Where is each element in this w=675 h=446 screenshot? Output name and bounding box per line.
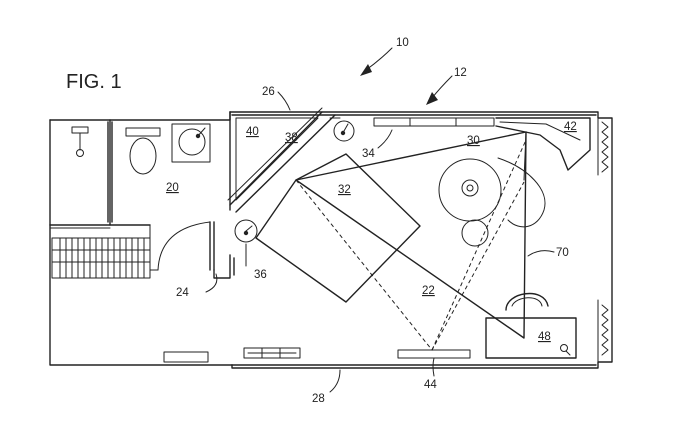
ref-34: 34 <box>362 148 375 160</box>
ref-12: 12 <box>454 67 467 79</box>
ref-48: 48 <box>538 331 551 343</box>
toilet-icon <box>125 127 161 175</box>
ref-44: 44 <box>424 379 437 391</box>
zone-40 <box>235 117 319 201</box>
ref-36: 36 <box>254 269 267 281</box>
bottom-radiator <box>243 347 301 359</box>
ref-20: 20 <box>166 182 179 194</box>
device-44 <box>397 349 471 359</box>
ref-42: 42 <box>564 121 577 133</box>
speaker-36-icon <box>234 219 258 243</box>
ref-26: 26 <box>262 86 275 98</box>
ref-28: 28 <box>312 393 325 405</box>
sensor-field-dashed <box>295 179 525 351</box>
ref-32: 32 <box>338 184 351 196</box>
ref-24: 24 <box>176 287 189 299</box>
ref-38: 38 <box>285 132 298 144</box>
ref-10: 10 <box>396 37 409 49</box>
shower-fixture-icon <box>71 126 89 157</box>
right-window-upper <box>597 117 609 176</box>
ref-22: 22 <box>422 285 435 297</box>
figure-title: FIG. 1 <box>66 71 122 93</box>
speaker-34-icon <box>333 120 355 142</box>
sensor-field-solid <box>295 131 527 339</box>
counter-30 <box>373 117 495 127</box>
leader-lines <box>205 47 555 393</box>
bottom-bench <box>163 351 209 363</box>
table-32 <box>255 153 421 303</box>
ref-30: 30 <box>467 135 480 147</box>
fixture-42 <box>495 117 591 171</box>
ref-40: 40 <box>246 126 259 138</box>
sink-icon <box>171 123 211 163</box>
right-window-lower <box>597 299 609 363</box>
main-room <box>163 107 613 369</box>
staircase <box>51 237 151 279</box>
round-table <box>438 157 546 247</box>
door-swing-arc <box>157 221 211 271</box>
ref-70: 70 <box>556 247 569 259</box>
seat-48 <box>485 292 577 359</box>
